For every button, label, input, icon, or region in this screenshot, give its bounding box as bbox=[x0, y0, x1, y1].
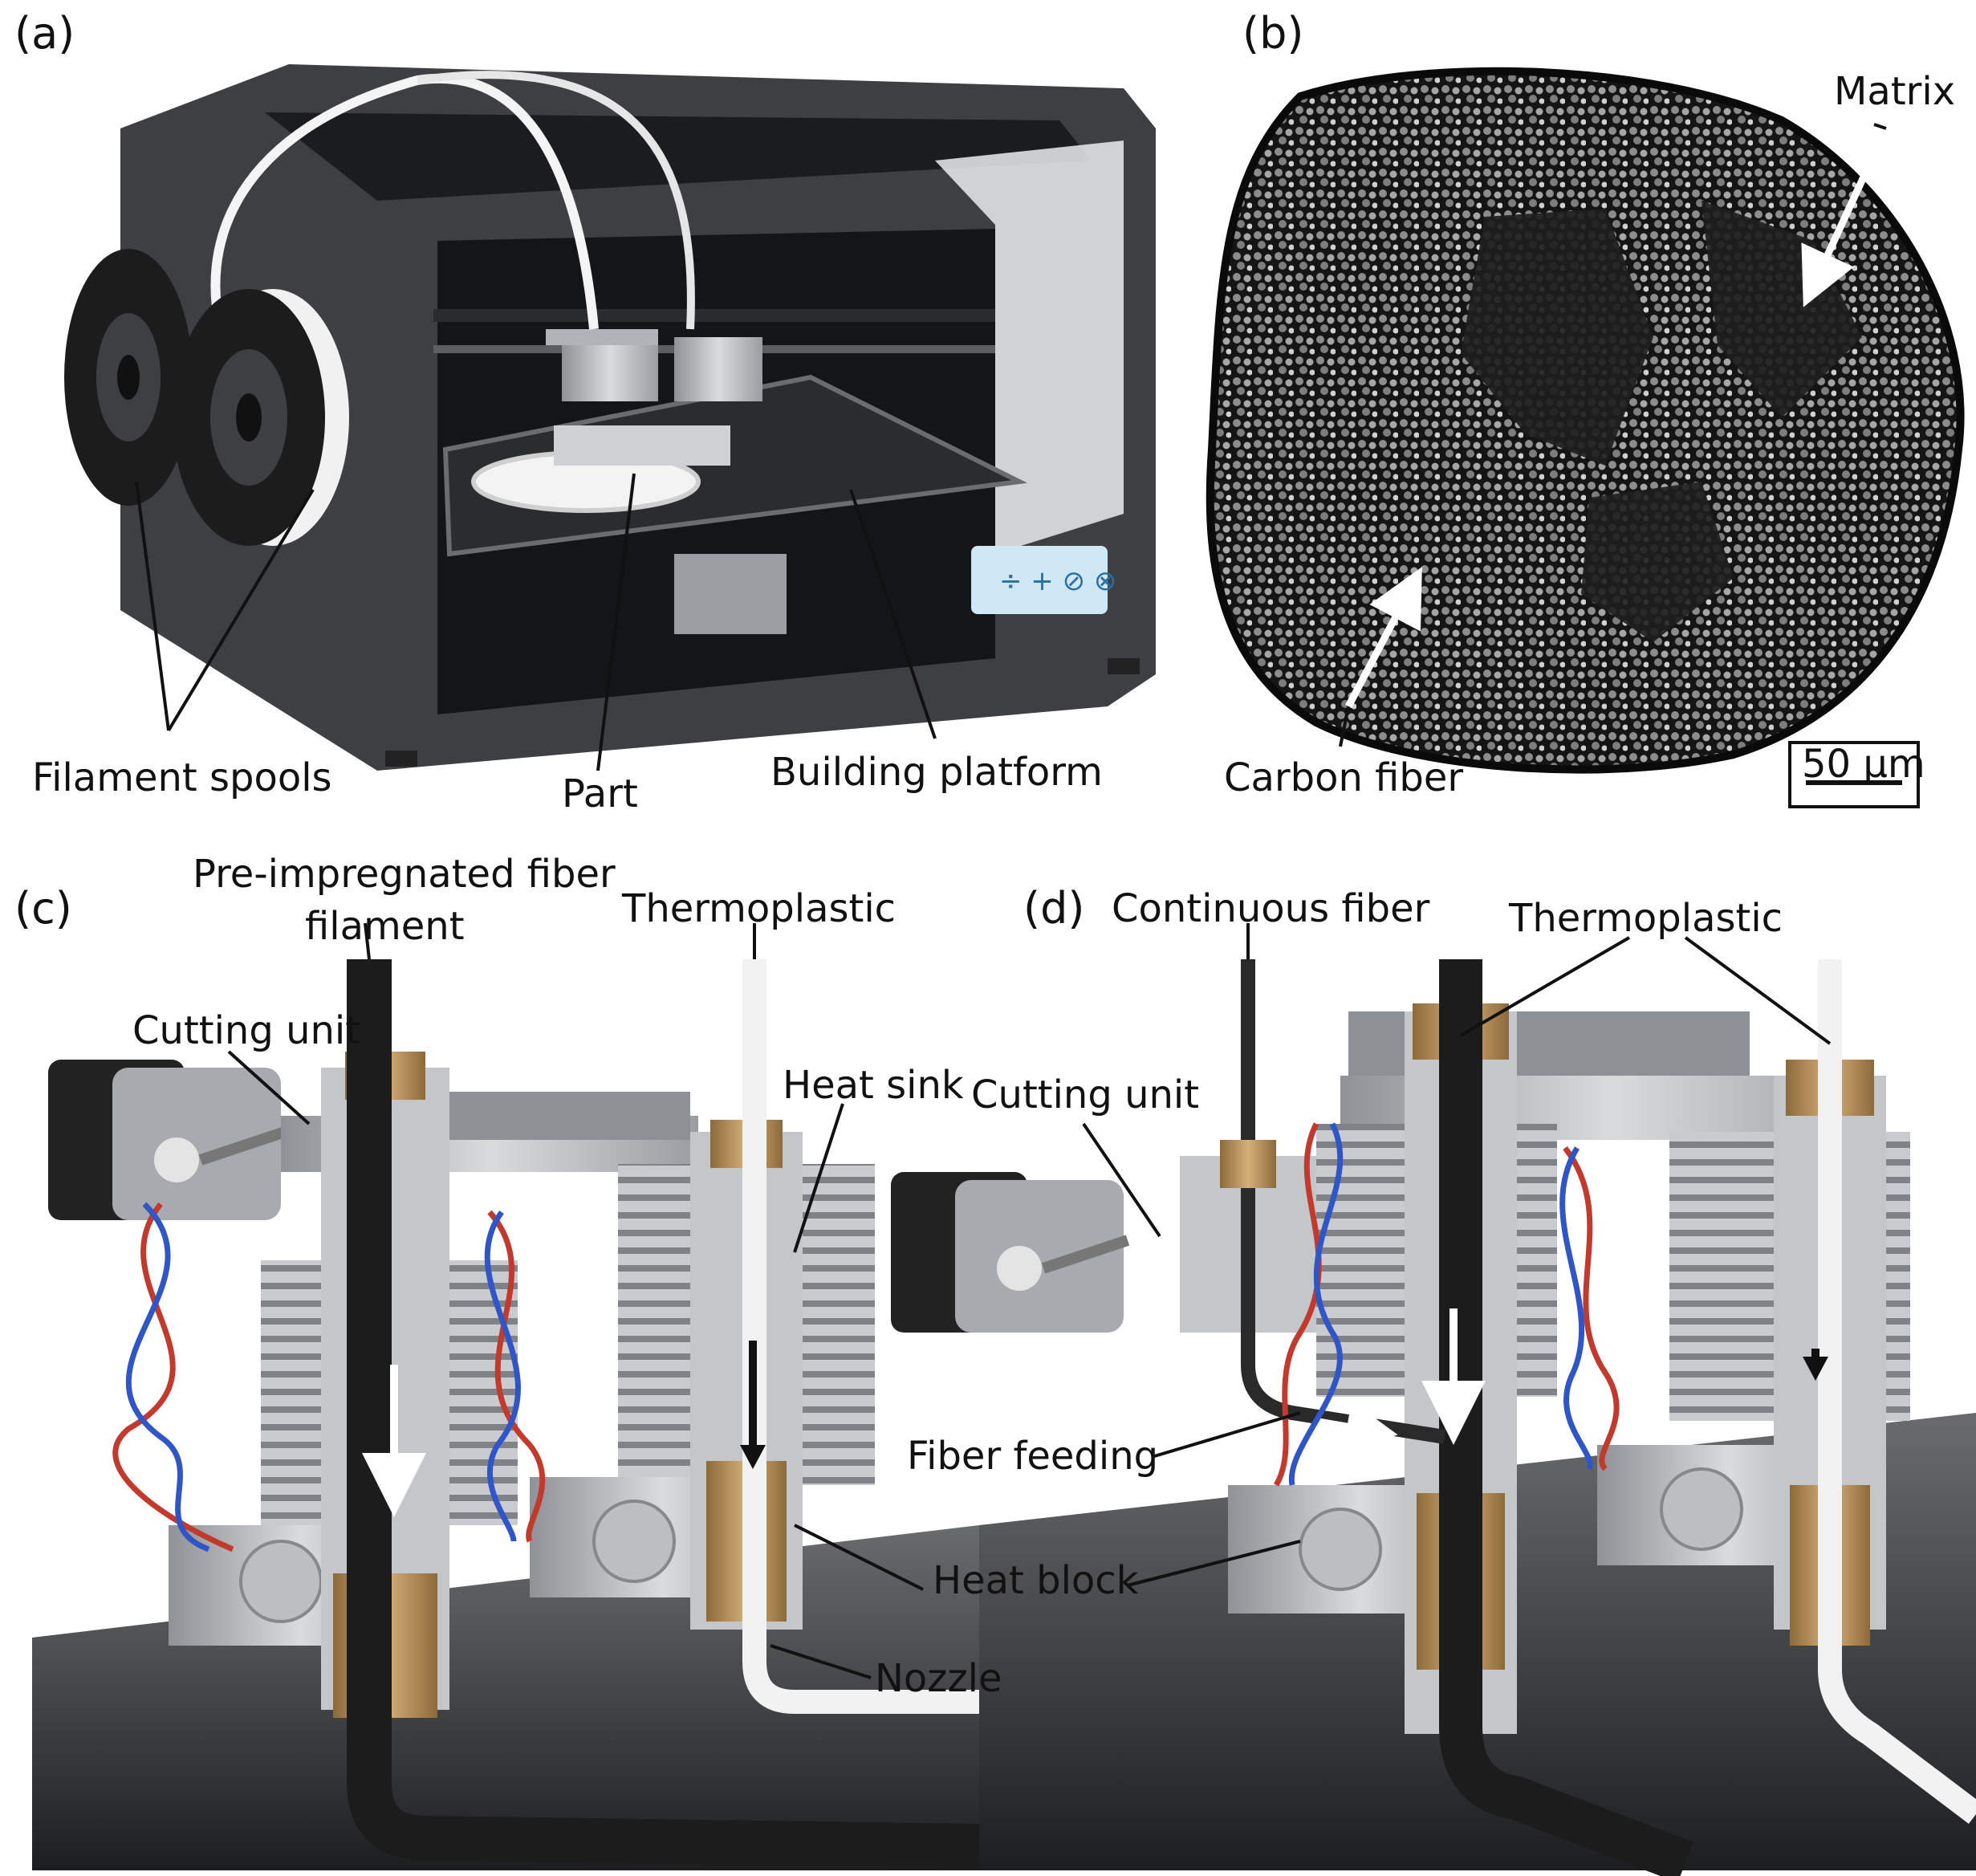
panel-label-b: (b) bbox=[1242, 8, 1303, 59]
thermoplastic-filament-c bbox=[742, 959, 979, 1714]
label-carbon-fiber: Carbon fiber bbox=[1224, 755, 1463, 800]
heater-wire-blue-c bbox=[125, 1202, 210, 1552]
scale-bar-box bbox=[1788, 741, 1920, 808]
label-cutting-unit-c: Cutting unit bbox=[132, 1008, 360, 1053]
panel-b-micrograph bbox=[1206, 67, 1965, 808]
label-thermoplastic-c: Thermoplastic bbox=[621, 886, 896, 931]
continuous-fiber bbox=[1241, 959, 1446, 1444]
printer-side-glass bbox=[935, 140, 1124, 554]
panel-label-d: (d) bbox=[1023, 883, 1084, 934]
panel-c-leaders bbox=[227, 922, 924, 1679]
label-filament-spools: Filament spools bbox=[32, 755, 332, 800]
label-cutting-unit-d: Cutting unit bbox=[971, 1072, 1199, 1117]
filament-tube-2 bbox=[417, 71, 695, 330]
heater-wire-red-c bbox=[112, 1202, 234, 1552]
panel-label-a: (a) bbox=[14, 8, 75, 59]
label-fiber-feeding: Fiber feeding bbox=[907, 1434, 1158, 1479]
panel-d-printhead bbox=[891, 959, 1976, 1876]
label-heat-block: Heat block bbox=[933, 1558, 1139, 1603]
panel-a-leaders bbox=[135, 473, 937, 771]
panel-d-leaders bbox=[1082, 923, 1832, 1587]
display-icons: ÷ + ⊘ ⊗ bbox=[999, 565, 1116, 597]
thermoplastic-filament-d-right bbox=[1818, 959, 1976, 1824]
label-nozzle: Nozzle bbox=[875, 1656, 1002, 1701]
label-part: Part bbox=[562, 771, 638, 816]
filament-spool-front bbox=[173, 289, 349, 546]
panel-a-printer: ÷ + ⊘ ⊗ bbox=[64, 64, 1156, 771]
filament-tube-1 bbox=[210, 73, 599, 347]
label-scale-bar: 50 μm bbox=[1802, 742, 1925, 787]
filament-spool-back bbox=[64, 249, 193, 506]
pre-impregnated-fiber-filament bbox=[347, 959, 980, 1869]
label-thermoplastic-d: Thermoplastic bbox=[1508, 896, 1783, 941]
arrow-matrix bbox=[1801, 127, 1890, 307]
matrix-region-3 bbox=[1581, 482, 1734, 642]
printer-top-opening bbox=[265, 112, 1092, 201]
matrix-region-2 bbox=[1702, 201, 1862, 417]
printer-print-heads bbox=[546, 329, 762, 466]
panel-label-c: (c) bbox=[14, 883, 72, 934]
label-heat-sink: Heat sink bbox=[783, 1063, 964, 1108]
thermoplastic-filament-d-center bbox=[1439, 959, 1693, 1876]
panel-c-printhead bbox=[48, 959, 980, 1869]
label-pre-impregnated-line2: filament bbox=[305, 904, 465, 949]
label-pre-impregnated-line1: Pre-impregnated fiber bbox=[193, 852, 616, 897]
label-matrix: Matrix bbox=[1834, 69, 1955, 114]
arrow-carbon-fiber bbox=[1345, 567, 1422, 709]
label-continuous-fiber: Continuous fiber bbox=[1112, 886, 1430, 931]
fiber-feeding-arrow bbox=[1315, 1401, 1398, 1452]
x-rail bbox=[433, 309, 995, 322]
platform-support bbox=[674, 554, 787, 634]
control-display bbox=[971, 546, 1108, 614]
label-building-platform: Building platform bbox=[770, 750, 1103, 795]
matrix-region-1 bbox=[1461, 209, 1653, 466]
